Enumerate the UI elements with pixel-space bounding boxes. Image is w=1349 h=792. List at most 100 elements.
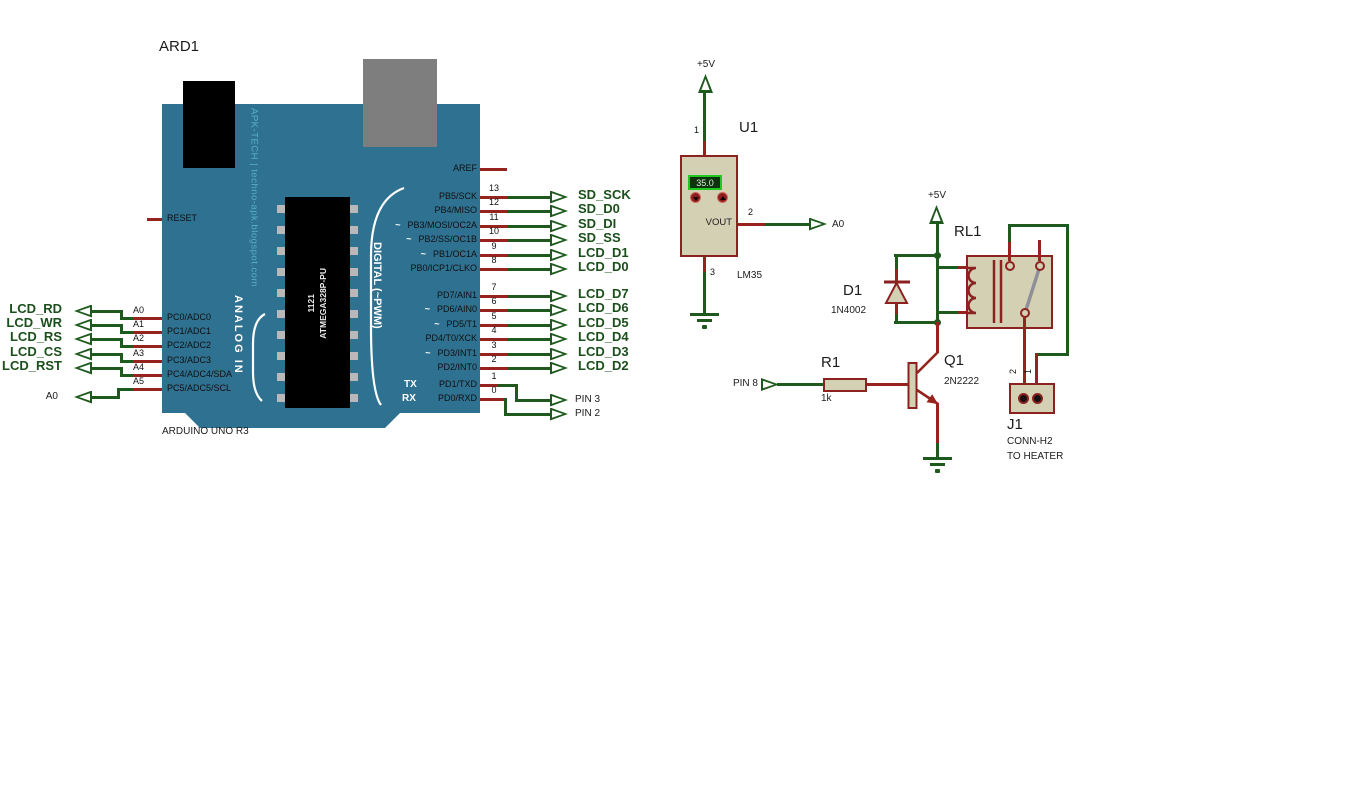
terminal-arrow-left-icon[interactable] <box>74 318 92 332</box>
power-arrow-icon[interactable] <box>929 205 944 224</box>
terminal-arrow-right-icon[interactable] <box>550 219 568 233</box>
chip-pad <box>277 310 285 318</box>
lm35-vcc-label: +5V <box>696 59 716 70</box>
pin-number-label: A1 <box>133 319 145 329</box>
terminal-arrow-right-icon[interactable] <box>550 361 568 375</box>
net-label: LCD_D3 <box>578 344 629 359</box>
pin-stub <box>703 141 706 156</box>
pin-name-label: ~PD3/INT1 <box>425 348 477 358</box>
ground-icon <box>930 463 945 466</box>
power-arrow-icon[interactable] <box>698 74 713 93</box>
atmega-chip[interactable] <box>285 197 350 408</box>
terminal-arrow-right-icon[interactable] <box>550 347 568 361</box>
terminal-arrow-right-icon[interactable] <box>550 407 568 421</box>
connector-part-label: CONN-H2 <box>1007 436 1053 447</box>
lm35-ref-label: U1 <box>739 119 759 136</box>
net-label: SD_D0 <box>578 201 620 216</box>
diode-icon[interactable] <box>883 279 911 305</box>
chip-pad <box>277 331 285 339</box>
terminal-arrow-right-icon[interactable] <box>550 248 568 262</box>
pin-stub <box>133 330 162 334</box>
wire <box>117 387 120 399</box>
r1-input-net-label: PIN 8 <box>732 378 758 389</box>
wire <box>120 344 133 348</box>
terminal-arrow-left-icon[interactable] <box>74 347 92 361</box>
temp-up-button[interactable] <box>717 192 728 203</box>
net-label: LCD_RS <box>9 329 62 344</box>
terminal-arrow-left-icon[interactable] <box>74 304 92 318</box>
wire <box>504 412 550 416</box>
pin-name-label: PD7/AIN1 <box>436 290 477 300</box>
wire <box>92 323 123 327</box>
wire <box>895 255 898 269</box>
pin-number-label: 8 <box>491 255 497 265</box>
wire <box>120 330 133 334</box>
resistor-body[interactable] <box>823 377 867 392</box>
wire <box>508 337 550 341</box>
transistor-icon[interactable] <box>904 340 946 416</box>
temp-down-button[interactable] <box>690 192 701 203</box>
pin-number-label: A4 <box>133 362 145 372</box>
terminal-arrow-right-icon[interactable] <box>550 393 568 407</box>
net-label: LCD_D7 <box>578 286 629 301</box>
wire <box>92 337 123 341</box>
terminal-arrow-right-icon[interactable] <box>550 318 568 332</box>
terminal-arrow-right-icon[interactable] <box>550 262 568 276</box>
wire <box>508 209 550 213</box>
board-name-label: ARDUINO UNO R3 <box>162 426 249 437</box>
terminal-arrow-right-icon[interactable] <box>550 204 568 218</box>
pin-stub <box>958 266 968 269</box>
net-label: A0 <box>45 391 58 402</box>
wire <box>777 383 823 386</box>
terminal-arrow-left-icon[interactable] <box>74 361 92 375</box>
pin-name-label: PC4/ADC4/SDA <box>167 369 233 379</box>
wire <box>1023 317 1026 392</box>
lm35-body[interactable] <box>680 155 738 257</box>
wire <box>120 309 123 320</box>
relay-ref-label: RL1 <box>954 223 982 240</box>
pin-stub <box>480 366 508 370</box>
wire <box>515 383 518 402</box>
wire <box>936 403 939 443</box>
wire <box>508 366 550 370</box>
chip-marking: 1121 <box>306 293 316 313</box>
terminal-arrow-right-icon[interactable] <box>761 378 779 391</box>
terminal-arrow-right-icon[interactable] <box>550 332 568 346</box>
wire <box>120 337 123 348</box>
pin-name-label: PD0/RXD <box>437 393 477 403</box>
pin-number-label: 0 <box>491 385 497 395</box>
pin-number-label: A2 <box>133 333 145 343</box>
lm35-pin2-number: 2 <box>748 207 754 217</box>
wire <box>703 272 706 313</box>
terminal-arrow-right-icon[interactable] <box>550 289 568 303</box>
terminal-arrow-right-icon[interactable] <box>550 190 568 204</box>
wire <box>508 308 550 312</box>
ground-icon[interactable] <box>690 313 719 316</box>
pin-name-label: PD1/TXD <box>438 379 477 389</box>
chip-pad <box>350 268 358 276</box>
relay-body[interactable] <box>966 255 1053 329</box>
connector-pin <box>1032 392 1043 404</box>
terminal-arrow-right-icon[interactable] <box>550 303 568 317</box>
pin-stub <box>480 209 508 213</box>
terminal-arrow-right-icon[interactable] <box>809 217 827 231</box>
net-label: LCD_RD <box>9 301 62 316</box>
resistor-ref-label: R1 <box>821 354 841 371</box>
ground-icon[interactable] <box>923 457 952 460</box>
wire <box>508 195 550 199</box>
chip-pad <box>277 373 285 381</box>
terminal-arrow-right-icon[interactable] <box>550 233 568 247</box>
pin-name-label: PB5/SCK <box>438 191 477 201</box>
pin-stub <box>895 302 898 314</box>
pin-stub <box>703 257 706 272</box>
net-label: SD_SCK <box>578 187 631 202</box>
wire <box>498 383 518 387</box>
pin-number-label: A0 <box>133 305 145 315</box>
terminal-arrow-left-icon[interactable] <box>74 332 92 346</box>
wire <box>936 322 939 353</box>
chip-part-label: ATMEGA328P-PU <box>318 267 328 339</box>
pin-number-label: 3 <box>491 340 497 350</box>
pin-number-label: 12 <box>488 197 499 207</box>
terminal-arrow-left-icon[interactable] <box>74 390 92 404</box>
net-label: LCD_CS <box>9 344 62 359</box>
